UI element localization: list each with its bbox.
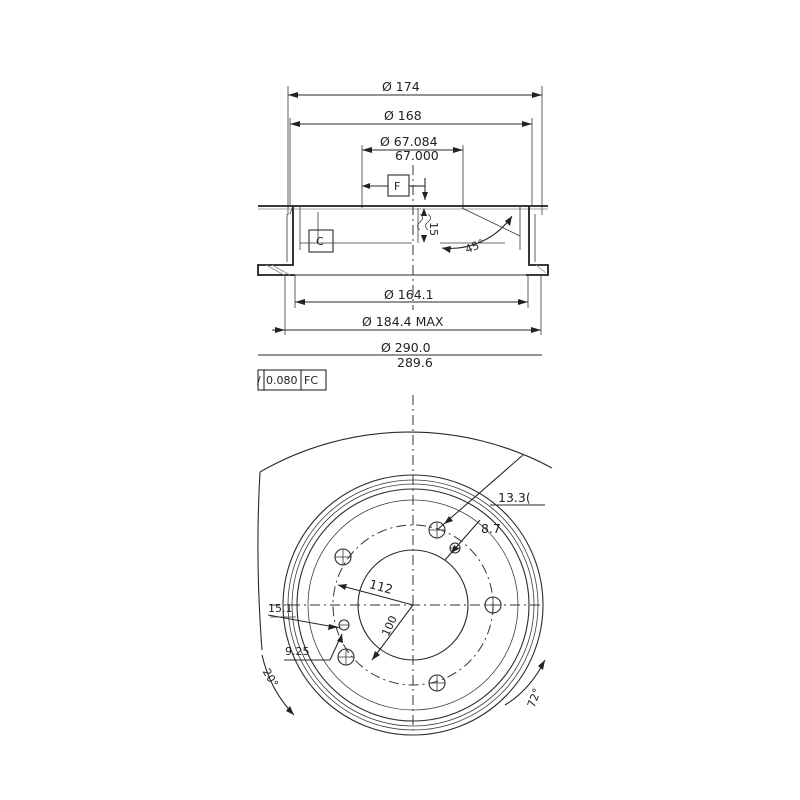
- dim-174-label: Ø 174: [382, 79, 420, 94]
- datum-c: C: [308, 229, 334, 253]
- dim-174: Ø 174: [287, 79, 543, 215]
- section-view: Ø 174 Ø 168 Ø 67.084 67.000: [257, 79, 549, 391]
- dim-13-3-label: 13.3(: [498, 490, 531, 505]
- disc-section-profile: [257, 165, 549, 310]
- dim-15-depth: 15: [417, 208, 440, 243]
- dim-45-label: 45°: [463, 237, 486, 256]
- disc-outer-edge: [259, 431, 553, 473]
- tolerance-symbol: /: [257, 374, 261, 387]
- dim-15-label: 15: [427, 222, 440, 236]
- bolt-hole-right: [484, 596, 502, 614]
- dim-100: 100: [371, 604, 414, 661]
- bolt-hole-lower-left: [337, 648, 355, 666]
- dim-290-upper: Ø 290.0: [381, 340, 431, 355]
- dim-45-angle: 45°: [440, 215, 513, 256]
- dim-8-7-label: 8.7: [481, 521, 501, 536]
- datum-c-label: C: [316, 235, 324, 248]
- dim-67-upper: Ø 67.084: [380, 134, 438, 149]
- dim-15-1-label: 15.1: [268, 602, 293, 615]
- dim-184: Ø 184.4 MAX: [272, 275, 542, 335]
- front-view: 112 100 13.3( 8.7 15.1: [257, 395, 553, 736]
- dim-168: Ø 168: [289, 108, 533, 205]
- dim-13-3: 13.3(: [436, 454, 545, 531]
- dim-112-label: 112: [368, 576, 395, 597]
- dim-9-25: 9.25: [284, 633, 343, 661]
- datum-f-label: F: [394, 180, 400, 193]
- datum-f: F: [362, 174, 428, 200]
- dim-15-1: 15.1: [267, 602, 341, 630]
- dim-9-25-label: 9.25: [285, 645, 310, 658]
- runout-tolerance-frame: / 0.080 FC: [257, 369, 327, 391]
- dim-67: Ø 67.084 67.000: [361, 134, 464, 208]
- dim-164: Ø 164.1: [294, 275, 529, 308]
- dim-290: Ø 290.0 289.6: [258, 340, 542, 370]
- bolt-hole-bottom: [428, 674, 446, 692]
- dim-290-lower: 289.6: [397, 355, 433, 370]
- dim-168-label: Ø 168: [384, 108, 422, 123]
- dim-164-label: Ø 164.1: [384, 287, 434, 302]
- dim-72-label: 72°: [525, 687, 544, 710]
- dim-20-angle: 20°: [260, 654, 295, 716]
- tolerance-ref: FC: [304, 374, 318, 387]
- dim-112: 112: [337, 576, 414, 606]
- dim-8-7: 8.7: [444, 519, 501, 561]
- dim-67-lower: 67.000: [395, 148, 439, 163]
- tolerance-value: 0.080: [266, 374, 298, 387]
- dim-72-angle: 72°: [504, 659, 546, 710]
- dim-20-label: 20°: [260, 666, 281, 689]
- dim-184-label: Ø 184.4 MAX: [362, 314, 444, 329]
- locating-hole-left: [338, 619, 350, 631]
- bolt-hole-upper-left: [334, 548, 352, 566]
